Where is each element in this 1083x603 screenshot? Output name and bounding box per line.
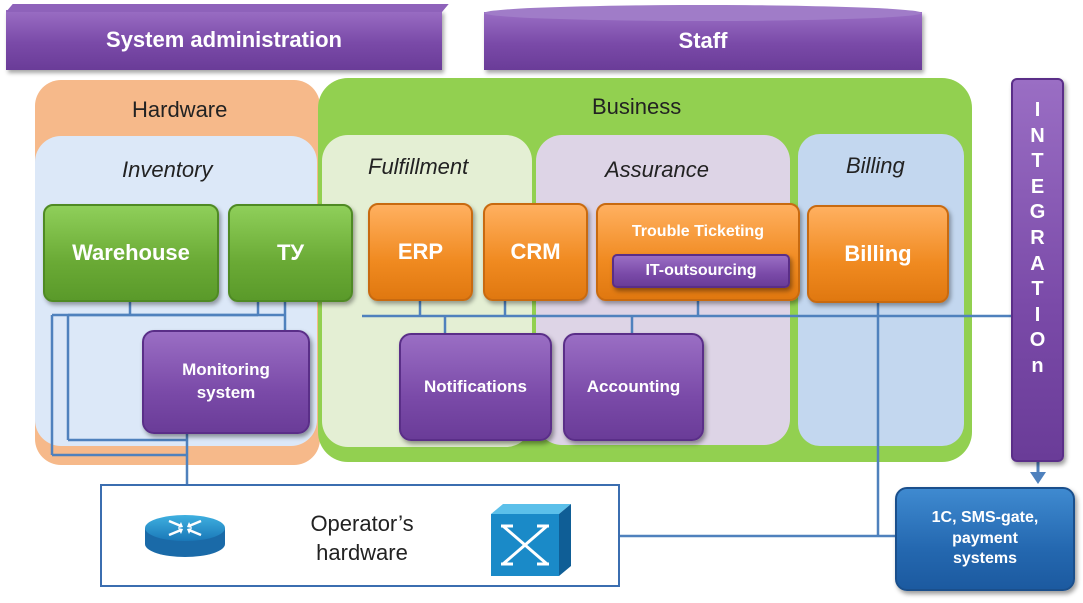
hardware-title: Hardware xyxy=(132,97,228,122)
integration-letter: T xyxy=(1031,278,1044,301)
integration-letter: n xyxy=(1031,354,1044,377)
integration-letter: T xyxy=(1031,150,1044,173)
billing-box: Billing xyxy=(807,205,949,303)
accounting-label: Accounting xyxy=(586,376,681,396)
integration-letter: O xyxy=(1029,329,1046,352)
billing-title: Billing xyxy=(846,153,905,178)
external-systems-box: 1C, SMS-gate, payment systems xyxy=(895,487,1075,591)
switch-icon xyxy=(491,504,571,576)
fulfillment-title: Fulfillment xyxy=(368,154,469,179)
notifications-label: Notifications xyxy=(424,376,527,396)
erp-label: ERP xyxy=(397,239,444,264)
warehouse-label: Warehouse xyxy=(72,240,190,265)
inventory-title: Inventory xyxy=(122,157,213,182)
integration-letter: N xyxy=(1030,124,1045,147)
assurance-title: Assurance xyxy=(605,157,709,182)
notifications-box: Notifications xyxy=(399,333,552,441)
integration-letter: R xyxy=(1030,226,1045,249)
staff-banner: Staff xyxy=(484,12,922,70)
integration-letter: I xyxy=(1034,303,1041,326)
trouble-ticketing-label: Trouble Ticketing xyxy=(631,223,765,240)
integration-letter: I xyxy=(1034,99,1041,121)
it-outsourcing-box: IT-outsourcing xyxy=(612,254,790,288)
operators-hardware-label: Operator’s hardware xyxy=(310,511,414,565)
erp-box: ERP xyxy=(368,203,473,301)
router-icon xyxy=(145,515,225,557)
warehouse-box: Warehouse xyxy=(43,204,219,302)
monitoring-system-box: Monitoring system xyxy=(142,330,310,434)
integration-letter: E xyxy=(1030,175,1045,198)
staff-label: Staff xyxy=(678,28,728,53)
accounting-box: Accounting xyxy=(563,333,704,441)
external-systems-label: 1C, SMS-gate, payment systems xyxy=(931,508,1039,568)
it-outsourcing-label: IT-outsourcing xyxy=(645,262,757,280)
ty-box: ТУ xyxy=(228,204,353,302)
staff-banner-top xyxy=(484,5,922,21)
integration-letter: A xyxy=(1030,252,1045,275)
system-administration-label: System administration xyxy=(106,27,342,52)
business-title: Business xyxy=(592,94,682,119)
crm-label: CRM xyxy=(510,239,561,264)
monitoring-system-label: Monitoring system xyxy=(182,360,270,402)
billing-label: Billing xyxy=(844,241,912,266)
ty-label: ТУ xyxy=(276,240,305,265)
system-administration-banner: System administration xyxy=(6,10,442,70)
crm-box: CRM xyxy=(483,203,588,301)
integration-letter: G xyxy=(1029,201,1046,224)
